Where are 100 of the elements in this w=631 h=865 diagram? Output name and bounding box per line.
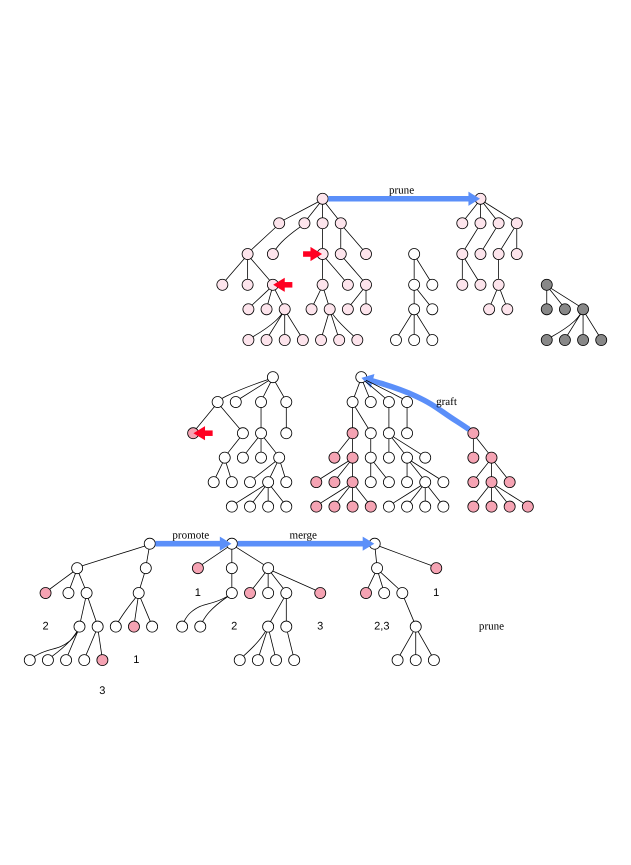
connector bbox=[225, 258, 245, 280]
node-circle bbox=[351, 334, 364, 346]
connector bbox=[410, 462, 422, 478]
connector bbox=[231, 573, 232, 588]
connector bbox=[480, 204, 481, 218]
node-circle bbox=[368, 537, 381, 550]
connector bbox=[379, 545, 432, 566]
node-circle bbox=[92, 620, 104, 632]
connector bbox=[268, 486, 269, 501]
connector bbox=[340, 228, 342, 248]
node-circle bbox=[230, 396, 242, 408]
connector bbox=[414, 258, 415, 279]
node-circle bbox=[218, 451, 231, 464]
node-circle bbox=[270, 654, 282, 666]
node-label: 3 bbox=[99, 684, 106, 697]
node-circle bbox=[273, 451, 286, 464]
label: prune bbox=[478, 620, 504, 632]
connector bbox=[98, 631, 102, 654]
node-circle bbox=[280, 620, 292, 632]
connector bbox=[465, 202, 478, 218]
node-circle bbox=[401, 476, 413, 488]
connector bbox=[404, 597, 414, 622]
connector bbox=[398, 313, 412, 336]
connector bbox=[567, 313, 581, 336]
connector bbox=[286, 406, 287, 428]
connector bbox=[416, 288, 430, 304]
connector bbox=[472, 438, 474, 452]
node-circle bbox=[226, 476, 238, 488]
connector bbox=[307, 202, 320, 218]
connector bbox=[236, 546, 264, 564]
node-circle bbox=[226, 500, 238, 512]
node-circle bbox=[486, 500, 498, 512]
node-circle bbox=[501, 302, 514, 315]
connector bbox=[354, 406, 369, 428]
connector bbox=[268, 573, 269, 588]
connector bbox=[494, 486, 507, 502]
connector bbox=[380, 572, 399, 589]
node-circle bbox=[408, 248, 420, 260]
connector bbox=[551, 313, 581, 337]
connector bbox=[476, 486, 489, 502]
connector bbox=[270, 462, 278, 477]
connector bbox=[483, 202, 496, 218]
node-circle bbox=[260, 302, 272, 315]
connector bbox=[80, 598, 86, 621]
node-circle bbox=[540, 302, 553, 315]
node-circle bbox=[456, 216, 468, 229]
node-circle bbox=[426, 278, 438, 290]
arrow bbox=[328, 191, 480, 206]
connector bbox=[215, 462, 223, 477]
connector bbox=[247, 258, 248, 279]
arrow bbox=[303, 246, 322, 261]
node-circle bbox=[216, 278, 228, 290]
node-circle bbox=[280, 426, 292, 439]
connector bbox=[140, 572, 145, 588]
connector bbox=[272, 570, 316, 590]
node-circle bbox=[324, 302, 336, 315]
node-circle bbox=[342, 278, 354, 290]
node-circle bbox=[467, 426, 480, 439]
node-circle bbox=[187, 426, 200, 439]
connector bbox=[202, 546, 228, 564]
node-circle bbox=[226, 562, 238, 574]
node-circle bbox=[262, 562, 274, 574]
node-circle bbox=[364, 396, 377, 408]
connector bbox=[260, 438, 262, 452]
node-circle bbox=[360, 302, 372, 315]
node-circle bbox=[382, 396, 395, 408]
edge-label: prune bbox=[388, 184, 414, 196]
connector bbox=[52, 630, 78, 656]
node-circle bbox=[467, 451, 480, 464]
node-circle bbox=[262, 586, 274, 598]
connector bbox=[494, 462, 507, 478]
node-circle bbox=[522, 500, 534, 512]
node-circle bbox=[577, 334, 589, 346]
connector bbox=[393, 484, 422, 503]
node-circle bbox=[456, 248, 468, 260]
node-circle bbox=[333, 334, 346, 346]
connector bbox=[337, 486, 350, 502]
connector bbox=[70, 572, 76, 588]
node-circle bbox=[346, 476, 359, 488]
connector bbox=[344, 258, 364, 280]
node-circle bbox=[559, 334, 571, 346]
node-circle bbox=[504, 500, 516, 512]
connector bbox=[332, 313, 354, 336]
node-circle bbox=[208, 476, 220, 488]
connector bbox=[220, 406, 240, 428]
node-circle bbox=[96, 654, 108, 666]
connector bbox=[267, 289, 272, 304]
connector bbox=[464, 258, 478, 280]
node-circle bbox=[437, 476, 450, 488]
node-circle bbox=[242, 334, 254, 346]
connector bbox=[88, 598, 96, 622]
connector bbox=[270, 486, 284, 502]
node-circle bbox=[266, 278, 279, 290]
node-circle bbox=[396, 586, 408, 598]
node-circle bbox=[280, 396, 292, 408]
connector bbox=[260, 406, 262, 428]
connector bbox=[34, 630, 78, 656]
node-circle bbox=[310, 500, 322, 512]
node-circle bbox=[474, 248, 486, 260]
arrow bbox=[193, 426, 213, 440]
